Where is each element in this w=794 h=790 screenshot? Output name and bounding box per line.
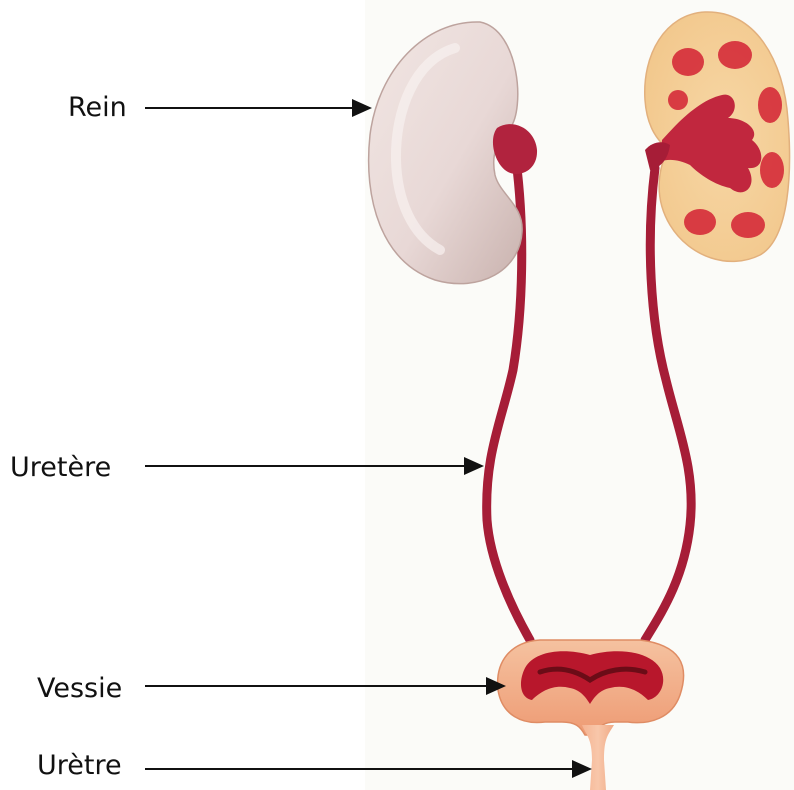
pyramid bbox=[760, 152, 784, 188]
label-rein: Rein bbox=[68, 92, 127, 123]
pyramid bbox=[668, 90, 688, 110]
pyramid bbox=[758, 87, 782, 123]
pyramid bbox=[731, 212, 765, 238]
label-rein-group: Rein bbox=[68, 92, 372, 123]
label-vessie: Vessie bbox=[37, 673, 122, 704]
pyramid bbox=[718, 41, 752, 69]
label-uretre: Urètre bbox=[37, 750, 122, 781]
pyramid bbox=[672, 48, 704, 76]
label-uretere: Uretère bbox=[10, 452, 111, 483]
pyramid bbox=[684, 209, 716, 235]
